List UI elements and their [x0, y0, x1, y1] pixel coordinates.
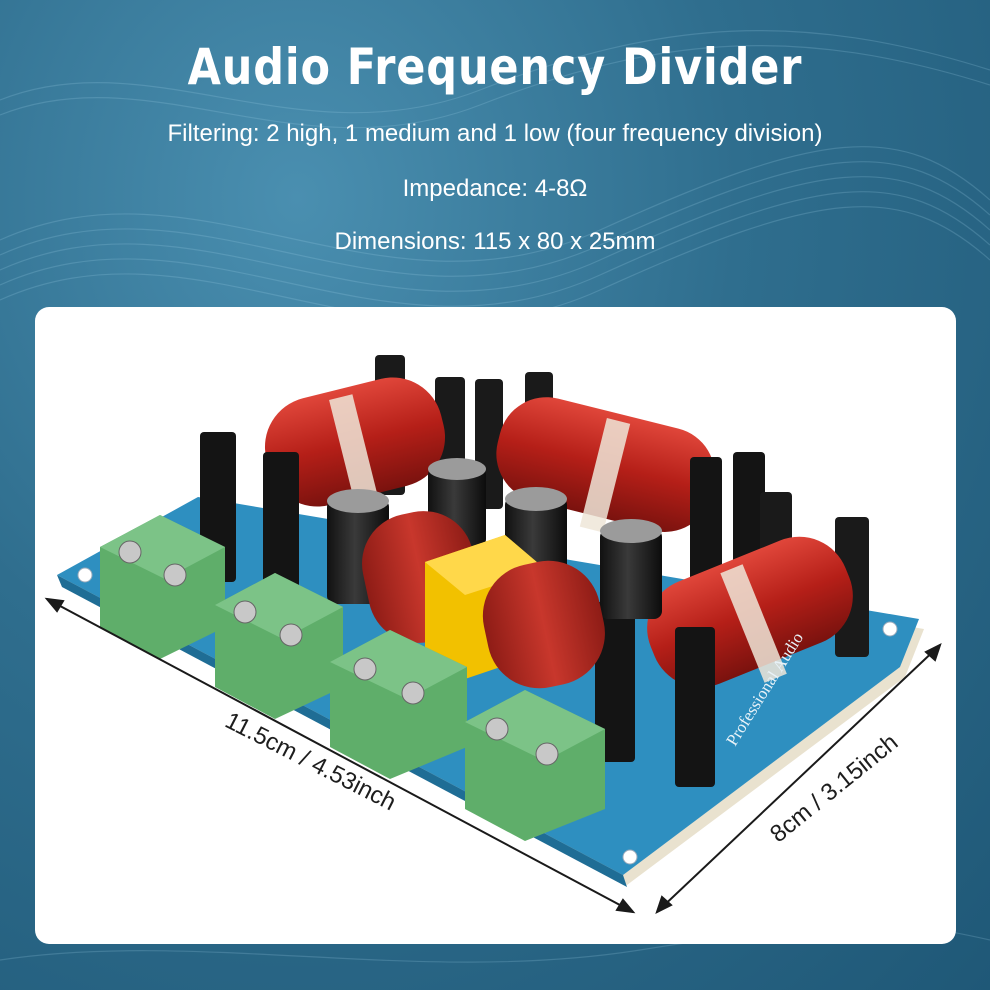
terminal-block-3 [330, 630, 467, 779]
film-capacitors [362, 511, 605, 689]
inductor-coil-3 [595, 492, 869, 787]
dimension-arrow-length [44, 597, 636, 914]
inductor-coil-1 [200, 355, 465, 602]
terminal-block-4 [465, 690, 605, 841]
terminal-block-2 [215, 573, 343, 719]
screw-terminals [100, 515, 605, 841]
page-title: Audio Frequency Divider [187, 38, 803, 96]
header: Audio Frequency Divider Filtering: 2 hig… [0, 0, 990, 300]
terminal-block-1 [100, 515, 225, 659]
spec-filtering: Filtering: 2 high, 1 medium and 1 low (f… [167, 120, 823, 147]
crossover-board-image: Professional Audio [44, 355, 942, 914]
spec-dimensions: Dimensions: 115 x 80 x 25mm [334, 228, 656, 255]
spec-impedance: Impedance: 4-8Ω [402, 175, 588, 202]
product-panel: Professional Audio 11.5cm / 4.53inch 8cm… [35, 307, 956, 944]
dimension-arrow-width [655, 643, 942, 914]
